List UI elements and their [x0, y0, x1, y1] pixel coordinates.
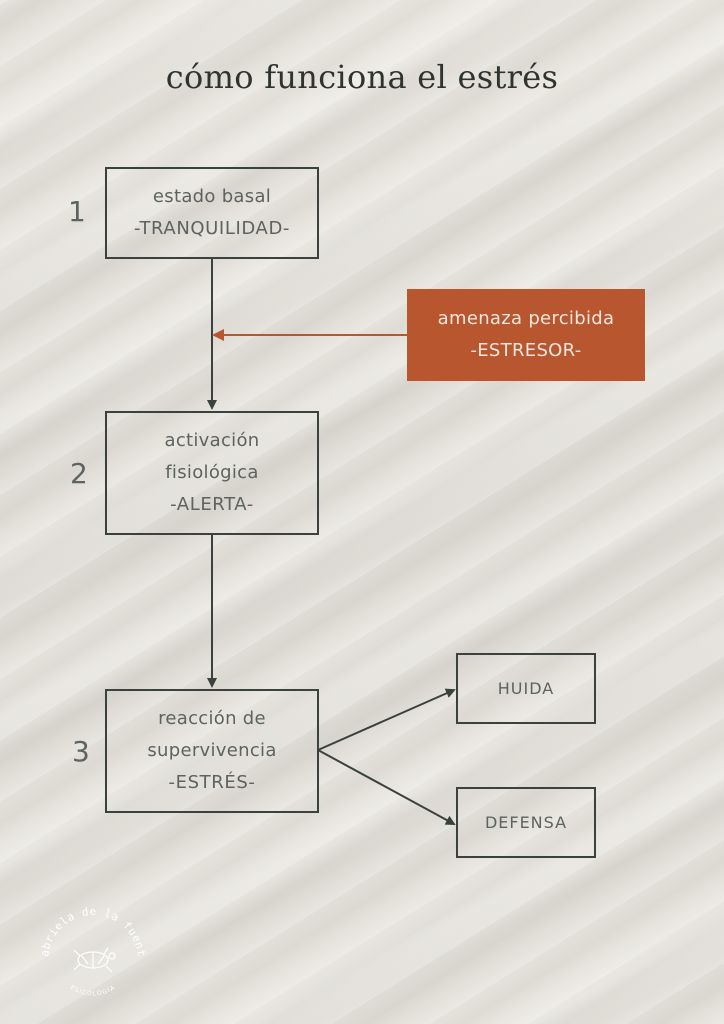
step-label: reacción de: [158, 708, 266, 729]
arrow-step3-to-defensa: [317, 749, 456, 825]
svg-text:PSICOLOGÍA: PSICOLOGÍA: [69, 984, 117, 998]
outcome-huida: HUIDA: [456, 653, 596, 724]
step-sublabel: -TRANQUILIDAD-: [134, 218, 290, 239]
outcome-defensa: DEFENSA: [456, 787, 596, 858]
stressor-label: amenaza percibida: [437, 308, 615, 329]
brand-logo: gabriela de la fuente PSICOLOGÍA: [30, 890, 148, 998]
outcome-label: DEFENSA: [484, 812, 568, 832]
step-box-activacion: activación fisiológica -ALERTA-: [105, 411, 319, 535]
step-label: estado basal: [152, 186, 272, 207]
step-number-3: 3: [72, 735, 90, 768]
step-sublabel: -ESTRÉS-: [168, 772, 256, 793]
turtle-icon: [73, 947, 116, 973]
step-label: activación: [164, 430, 260, 451]
outcome-label: HUIDA: [497, 678, 555, 698]
step-box-reaccion: reacción de supervivencia -ESTRÉS-: [105, 689, 319, 813]
step-sublabel: -ALERTA-: [170, 494, 254, 515]
step-number-1: 1: [68, 195, 86, 228]
arrow-step3-to-huida: [317, 688, 456, 751]
step-number-2: 2: [70, 457, 88, 490]
stressor-sublabel: -ESTRESOR-: [470, 340, 582, 361]
page-title: cómo funciona el estrés: [165, 58, 559, 96]
step-label-2: supervivencia: [147, 740, 277, 761]
stressor-box: amenaza percibida -ESTRESOR-: [407, 289, 645, 381]
step-label-2: fisiológica: [165, 462, 259, 483]
svg-text:gabriela de la fuente: gabriela de la fuente: [30, 890, 148, 958]
step-box-estado-basal: estado basal -TRANQUILIDAD-: [105, 167, 319, 259]
